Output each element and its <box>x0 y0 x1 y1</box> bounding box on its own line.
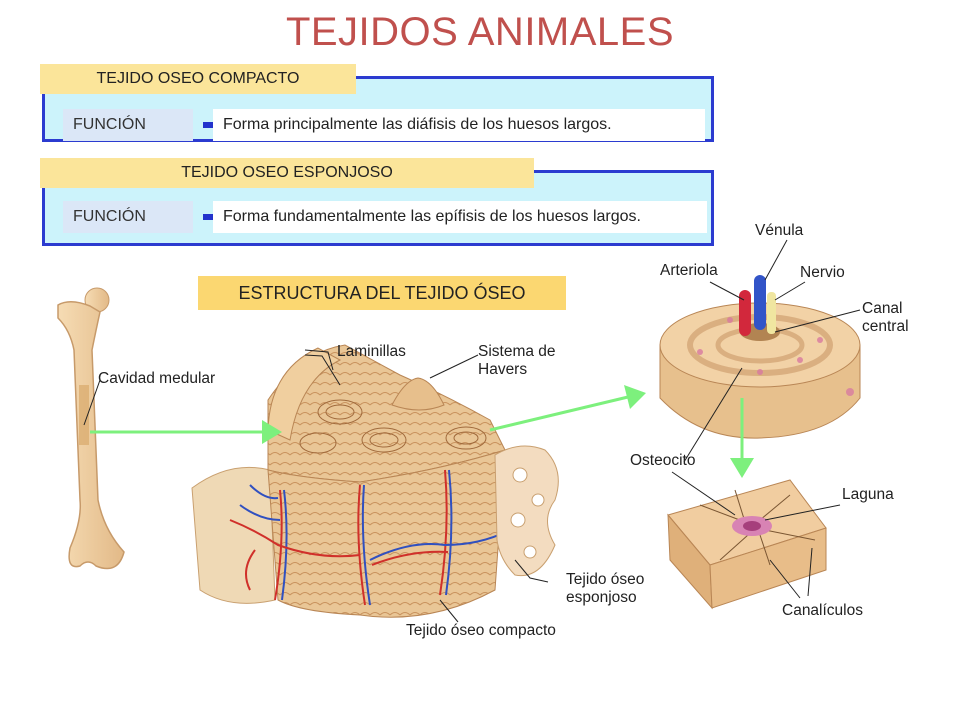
label-laguna: Laguna <box>842 486 894 503</box>
label-tejido-esponjoso-line2: esponjoso <box>566 589 637 606</box>
label-osteocito: Osteocito <box>630 452 696 469</box>
lacuna-block <box>667 479 827 610</box>
structure-heading: ESTRUCTURA DEL TEJIDO ÓSEO <box>198 276 566 310</box>
compact-function-label: FUNCIÓN <box>63 109 193 141</box>
label-canal-central-line2: central <box>862 318 909 335</box>
label-canaliculos: Canalículos <box>782 602 863 619</box>
label-laminillas: Laminillas <box>337 343 406 360</box>
label-arteriola: Arteriola <box>660 262 718 279</box>
bullet-dash <box>203 122 217 128</box>
compact-function-text: Forma principalmente las diáfisis de los… <box>213 109 705 141</box>
spongy-bone-heading: TEJIDO OSEO ESPONJOSO <box>40 158 534 188</box>
label-canal-central: Canal central <box>862 300 909 336</box>
osteon-cylinder <box>659 275 861 439</box>
page-title: TEJIDOS ANIMALES <box>285 10 675 54</box>
label-nervio: Nervio <box>800 264 845 281</box>
label-sistema-havers-line2: Havers <box>478 361 528 378</box>
compact-bone-heading: TEJIDO OSEO COMPACTO <box>40 64 356 94</box>
label-tejido-compacto: Tejido óseo compacto <box>406 622 556 639</box>
bullet-dash <box>203 214 217 220</box>
spongy-function-label: FUNCIÓN <box>63 201 193 233</box>
label-sistema-havers: Sistema de Havers <box>478 343 556 379</box>
spongy-function-text: Forma fundamentalmente las epífisis de l… <box>213 201 707 233</box>
leader-lines <box>83 239 861 623</box>
label-tejido-esponjoso: Tejido óseo esponjoso <box>566 571 644 607</box>
label-canal-central-line1: Canal <box>862 300 903 317</box>
bone-tissue-block <box>191 344 559 618</box>
label-sistema-havers-line1: Sistema de <box>478 343 556 360</box>
label-venula: Vénula <box>755 222 804 239</box>
green-arrows <box>90 385 754 478</box>
label-cavidad-medular: Cavidad medular <box>98 370 216 387</box>
label-tejido-esponjoso-line1: Tejido óseo <box>566 571 645 588</box>
femur-bone <box>57 287 125 570</box>
